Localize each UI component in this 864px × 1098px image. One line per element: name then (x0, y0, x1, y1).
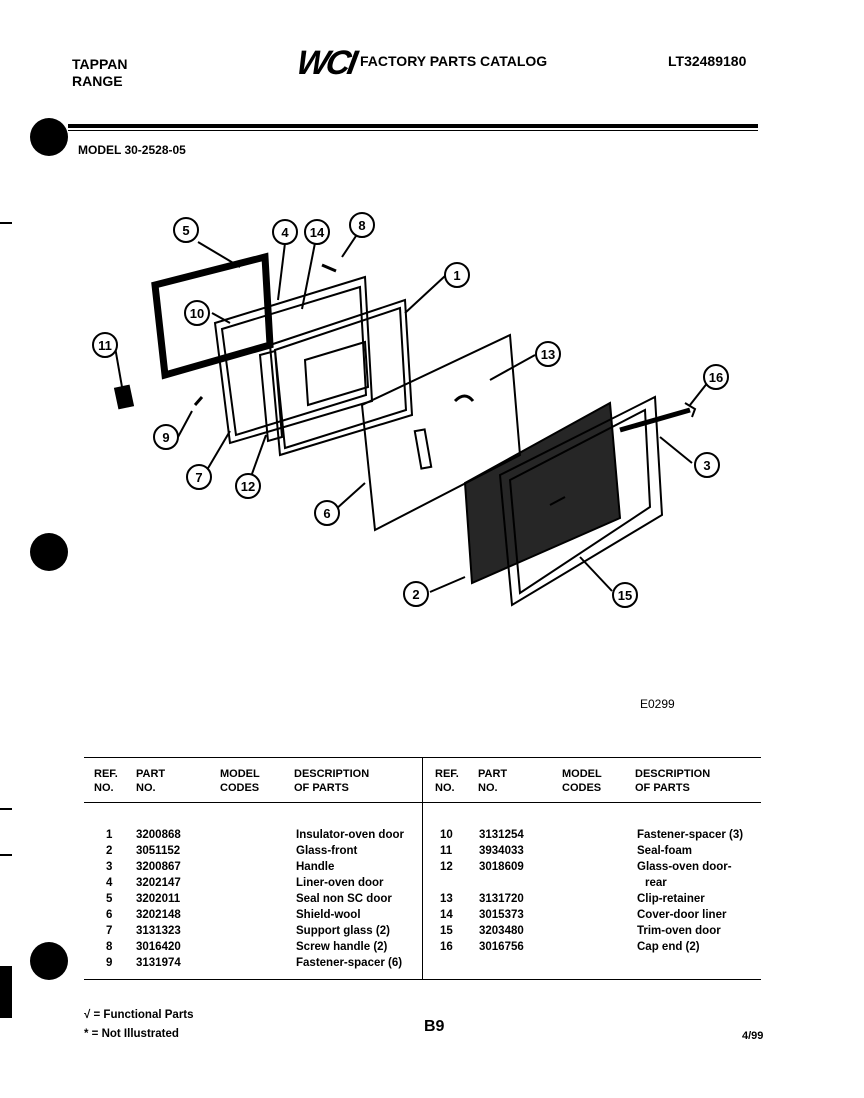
callout-7: 7 (186, 464, 212, 490)
document-number: LT32489180 (668, 53, 747, 69)
svg-text:14: 14 (310, 225, 325, 240)
header-rule-thin (68, 130, 758, 131)
revision-date: 4/99 (742, 1030, 764, 1042)
margin-tick (0, 854, 12, 856)
oven-door-trim (498, 395, 664, 607)
svg-text:16: 16 (709, 370, 723, 385)
callout-11: 11 (92, 332, 118, 358)
exploded-parts-diagram: 5 4 14 8 1 10 11 13 16 9 3 7 12 6 2 15 (92, 212, 729, 608)
svg-text:3: 3 (703, 458, 710, 473)
margin-bar (0, 966, 12, 1018)
svg-text:6: 6 (323, 506, 330, 521)
callout-13: 13 (535, 341, 561, 367)
seal-foam (113, 384, 135, 410)
margin-tick (0, 222, 12, 224)
figure-code: E0299 (640, 697, 675, 711)
product-type: RANGE (72, 73, 123, 89)
svg-text:1: 1 (453, 268, 460, 283)
callout-2: 2 (403, 581, 429, 607)
svg-text:11: 11 (98, 338, 112, 353)
svg-text:9: 9 (162, 430, 169, 445)
svg-text:12: 12 (241, 479, 255, 494)
svg-text:4: 4 (281, 225, 289, 240)
col-header-ref-right: REF.NO. (435, 768, 459, 794)
callout-9: 9 (153, 424, 179, 450)
callout-10: 10 (184, 300, 210, 326)
col-header-ref: REF.NO. (94, 768, 118, 794)
legend-not-illustrated: * = Not Illustrated (84, 1028, 179, 1040)
table-row: 1 (106, 829, 113, 841)
brand-block: TAPPAN RANGE (72, 56, 127, 90)
table-divider (422, 757, 423, 979)
callout-14: 14 (304, 219, 330, 245)
margin-tick (0, 808, 12, 810)
page-number: B9 (424, 1018, 445, 1035)
model-number: MODEL 30-2528-05 (78, 143, 186, 157)
svg-text:8: 8 (358, 218, 365, 233)
wci-logo: WCI (293, 44, 358, 82)
header-rule (68, 124, 758, 128)
oven-door-insulator (268, 298, 414, 457)
svg-text:7: 7 (195, 470, 202, 485)
callout-15: 15 (612, 582, 638, 608)
callout-5: 5 (173, 217, 199, 243)
seal-gasket (151, 252, 274, 380)
svg-text:13: 13 (541, 347, 555, 362)
svg-text:15: 15 (618, 588, 632, 603)
binder-hole (30, 942, 68, 980)
table-bottom-rule (84, 979, 761, 980)
callout-16: 16 (703, 364, 729, 390)
screw-handle (321, 263, 337, 273)
callout-bubbles: 5 4 14 8 1 10 11 13 16 9 3 7 12 6 2 15 (92, 212, 729, 608)
callout-6: 6 (314, 500, 340, 526)
legend-functional-parts: √ = Functional Parts (84, 1009, 194, 1021)
callout-3: 3 (694, 452, 720, 478)
svg-text:2: 2 (412, 587, 419, 602)
svg-text:10: 10 (190, 306, 204, 321)
callout-12: 12 (235, 473, 261, 499)
door-handle (619, 407, 691, 433)
brand-name: TAPPAN (72, 56, 128, 72)
svg-text:5: 5 (182, 223, 189, 238)
fastener-spacer (193, 396, 204, 406)
callout-8: 8 (349, 212, 375, 238)
binder-hole (30, 533, 68, 571)
front-glass (463, 401, 622, 585)
callout-4: 4 (272, 219, 298, 245)
callout-1: 1 (444, 262, 470, 288)
binder-hole (30, 118, 68, 156)
catalog-title: FACTORY PARTS CATALOG (360, 53, 548, 69)
